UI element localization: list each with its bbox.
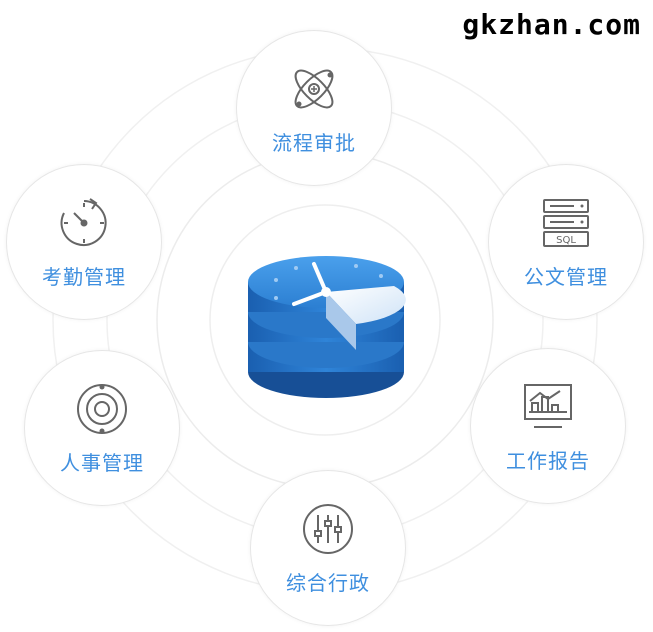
module-label: 工作报告 (506, 448, 590, 473)
module-label: 公文管理 (524, 264, 608, 289)
svg-text:SQL: SQL (556, 235, 576, 246)
target-icon (77, 383, 127, 434)
module-label: 人事管理 (60, 450, 144, 475)
module-hr[interactable]: 人事管理 (24, 350, 180, 506)
module-label: 流程审批 (272, 130, 356, 155)
chart-board-icon (524, 383, 572, 428)
atom-icon (294, 69, 334, 108)
module-document[interactable]: SQL 公文管理 (488, 164, 644, 320)
module-label: 考勤管理 (42, 264, 126, 289)
server-sql-icon: SQL (543, 198, 589, 247)
sliders-icon (303, 503, 353, 554)
stopwatch-icon (60, 197, 107, 246)
module-attendance[interactable]: 考勤管理 (6, 164, 162, 320)
database-clock-icon (248, 256, 406, 398)
module-admin[interactable]: 综合行政 (250, 470, 406, 626)
module-approval[interactable]: 流程审批 (236, 30, 392, 186)
watermark-text: gkzhan.com (462, 8, 641, 41)
module-label: 综合行政 (286, 570, 370, 595)
module-report[interactable]: 工作报告 (470, 348, 626, 504)
